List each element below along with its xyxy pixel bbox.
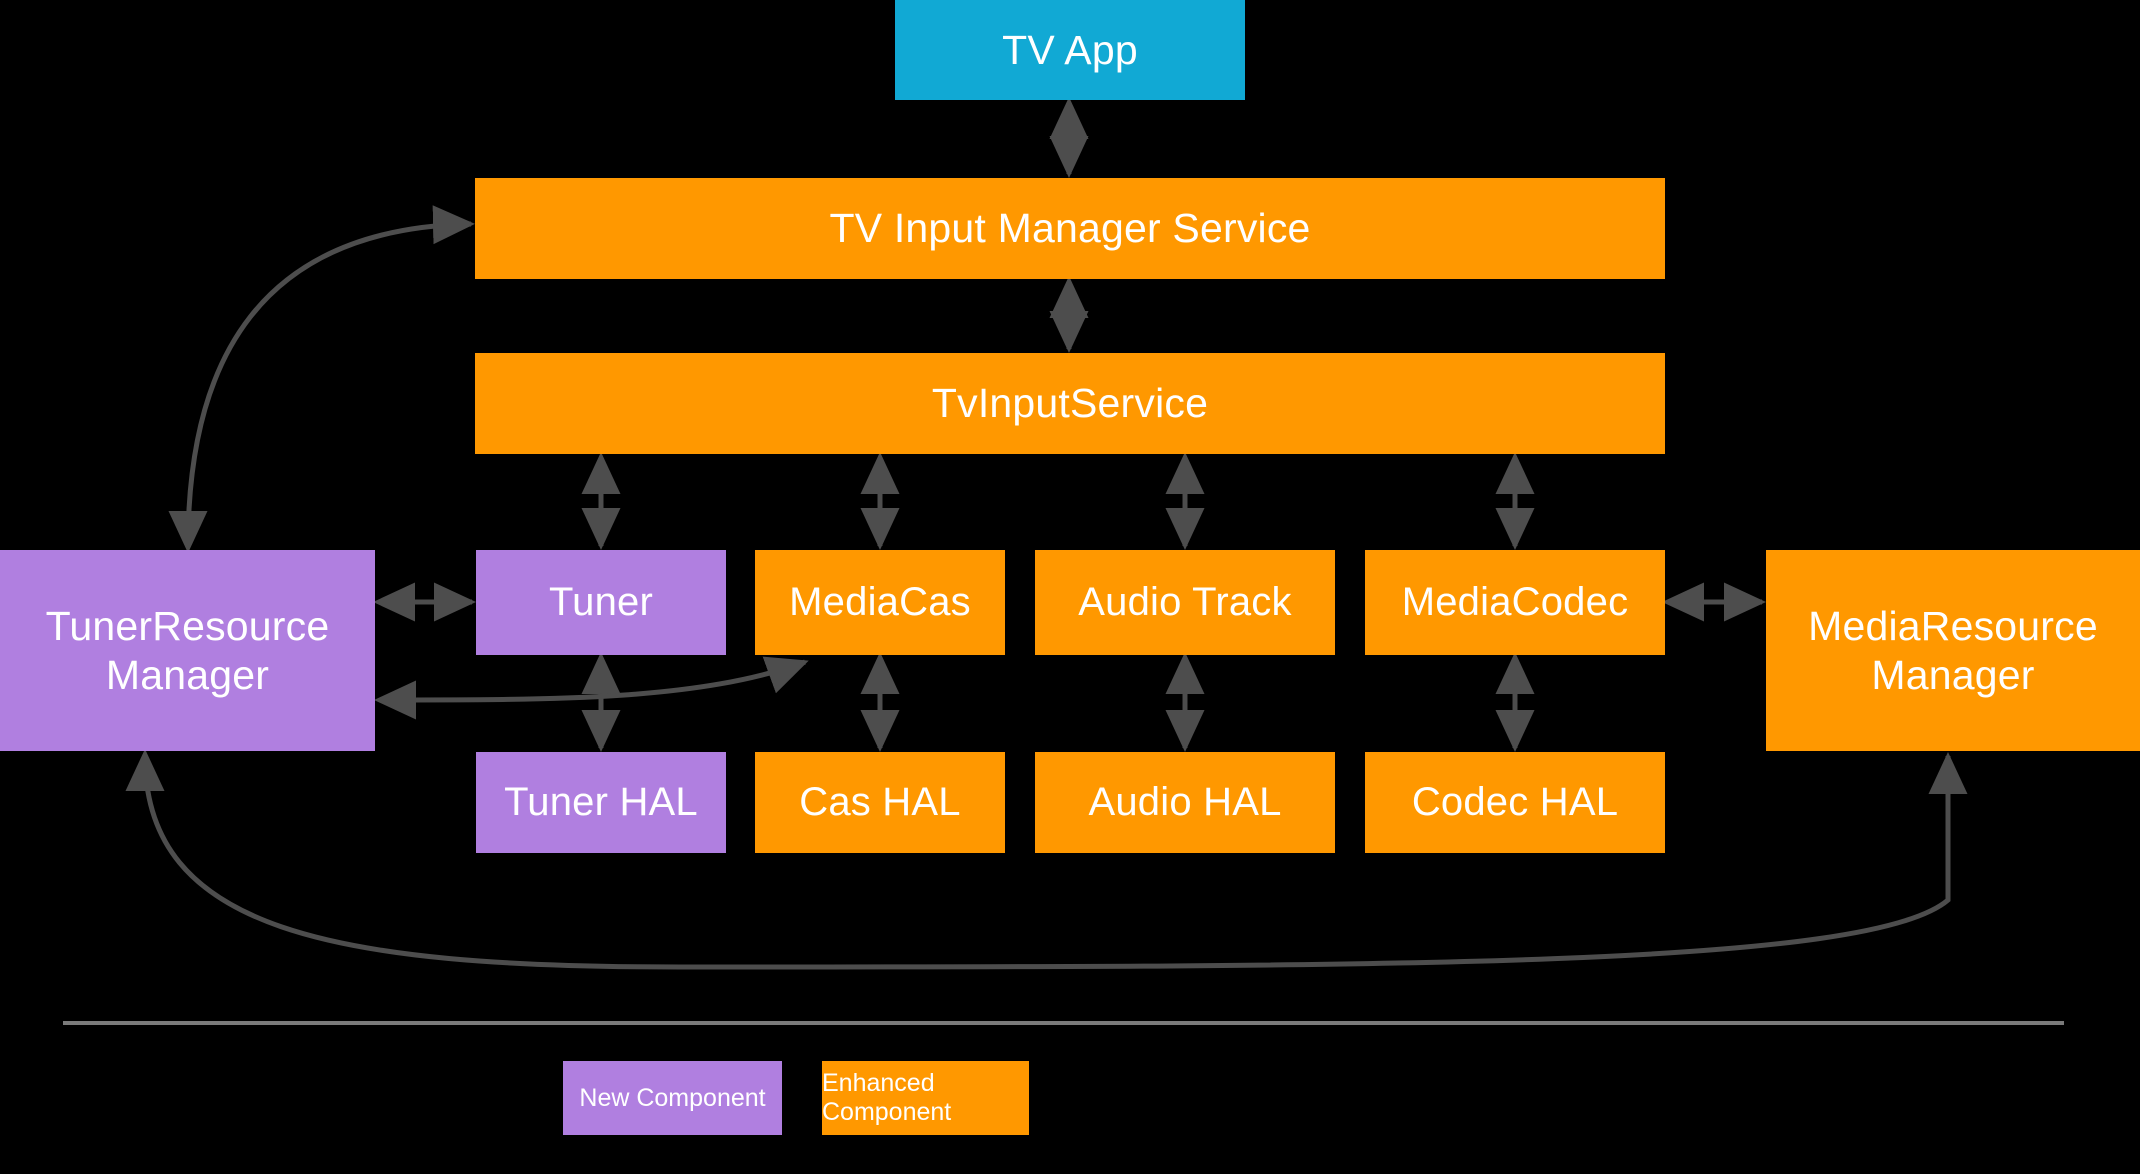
legend-item-enhanced-component: Enhanced Component: [822, 1061, 1029, 1135]
node-tv-input-service[interactable]: TvInputService: [475, 353, 1665, 454]
node-tv-input-manager-service[interactable]: TV Input Manager Service: [475, 178, 1665, 279]
node-audio-track[interactable]: Audio Track: [1035, 550, 1335, 655]
node-media-codec[interactable]: MediaCodec: [1365, 550, 1665, 655]
edge-tuner-resource-manager--media-cas: [374, 656, 809, 720]
node-media-cas[interactable]: MediaCas: [755, 550, 1005, 655]
legend-label-new-component: New Component: [579, 1083, 766, 1112]
node-tuner-hal[interactable]: Tuner HAL: [476, 752, 726, 853]
edge-tuner-resource-manager--tv-input-manager-service: [168, 205, 475, 553]
node-codec-hal[interactable]: Codec HAL: [1365, 752, 1665, 853]
node-tuner-resource-manager[interactable]: TunerResource Manager: [0, 550, 375, 751]
node-media-resource-manager[interactable]: MediaResource Manager: [1766, 550, 2140, 751]
legend-label-enhanced-component: Enhanced Component: [822, 1069, 952, 1126]
node-tv-app[interactable]: TV App: [895, 0, 1245, 100]
node-cas-hal[interactable]: Cas HAL: [755, 752, 1005, 853]
legend-item-new-component: New Component: [563, 1061, 782, 1135]
legend-divider: [63, 1021, 2064, 1025]
node-audio-hal[interactable]: Audio HAL: [1035, 752, 1335, 853]
node-tuner[interactable]: Tuner: [476, 550, 726, 655]
